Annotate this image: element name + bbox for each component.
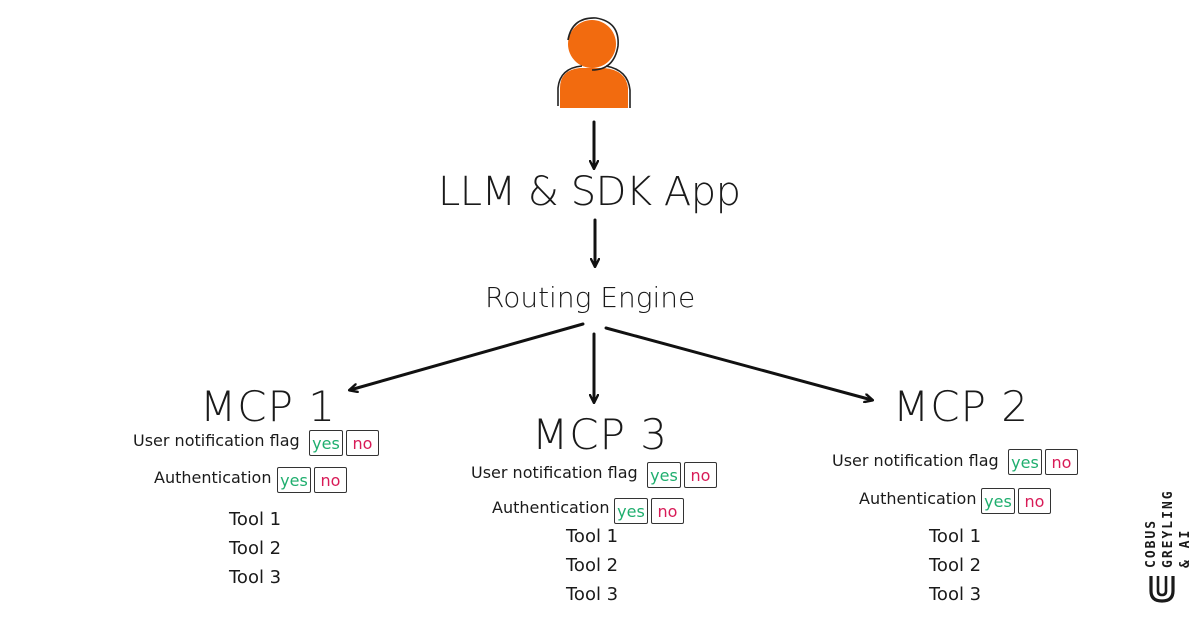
mcp1-title: MCP 1	[200, 382, 336, 431]
user-icon	[557, 17, 631, 108]
routing-engine-label: Routing Engine	[485, 281, 696, 314]
mcp2-notification-yes: yes	[1008, 449, 1042, 475]
mcp1-auth-yes: yes	[277, 467, 311, 493]
mcp2-notification-label: User notification flag	[832, 451, 999, 470]
mcp1-notification-yes: yes	[309, 430, 343, 456]
brand-watermark: COBUS GREYLING & AI	[1137, 446, 1193, 606]
mcp2-auth-no: no	[1018, 488, 1051, 514]
mcp1-notification-label: User notification flag	[133, 431, 300, 450]
mcp2-auth-yes: yes	[981, 488, 1015, 514]
mcp3-tool-1: Tool 1	[566, 526, 619, 547]
mcp1-tool-3: Tool 3	[229, 567, 282, 588]
mcp2-auth-label: Authentication	[859, 489, 977, 508]
mcp1-auth-no: no	[314, 467, 347, 493]
mcp2-notification-no: no	[1045, 449, 1078, 475]
brand-logo-icon	[1149, 576, 1175, 603]
brand-line-1: COBUS GREYLING	[1144, 489, 1176, 568]
app-title: LLM & SDK App	[438, 169, 741, 215]
mcp3-notification-label: User notification flag	[471, 463, 638, 482]
mcp3-tool-2: Tool 2	[566, 555, 619, 576]
mcp2-tool-3: Tool 3	[929, 584, 982, 605]
mcp3-tool-3: Tool 3	[566, 584, 619, 605]
mcp3-auth-yes: yes	[614, 498, 648, 524]
mcp3-title: MCP 3	[532, 410, 668, 459]
mcp1-auth-label: Authentication	[154, 468, 272, 487]
mcp3-auth-no: no	[651, 498, 684, 524]
brand-line-2: & AI	[1178, 528, 1193, 568]
mcp3-notification-no: no	[684, 462, 717, 488]
mcp1-notification-no: no	[346, 430, 379, 456]
mcp1-tool-1: Tool 1	[229, 509, 282, 530]
mcp1-tool-2: Tool 2	[229, 538, 282, 559]
arrow-engine-to-mcp2	[604, 326, 872, 400]
mcp2-title: MCP 2	[893, 382, 1029, 431]
mcp2-tool-2: Tool 2	[929, 555, 982, 576]
mcp2-tool-1: Tool 1	[929, 526, 982, 547]
mcp3-auth-label: Authentication	[492, 498, 610, 517]
brand-text: COBUS GREYLING & AI	[1143, 438, 1193, 568]
arrow-engine-to-mcp1	[350, 322, 585, 390]
mcp3-notification-yes: yes	[647, 462, 681, 488]
